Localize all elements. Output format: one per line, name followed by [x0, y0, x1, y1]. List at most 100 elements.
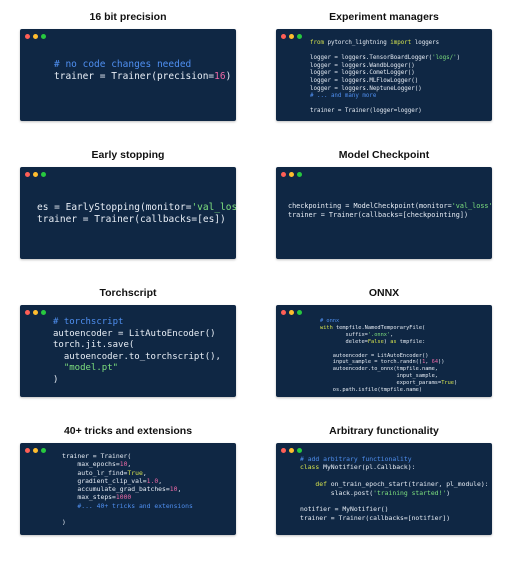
code-line: notifier = MyNotifier() [300, 505, 489, 513]
code-panel: from pytorch_lightning import loggers lo… [276, 29, 492, 121]
card-title: 40+ tricks and extensions [63, 425, 193, 437]
code-line: autoencoder.to_torchscript(), [53, 352, 221, 364]
code-line [62, 510, 193, 518]
code-token: 64 [431, 359, 439, 366]
code-line: suffix='.onnx', [320, 332, 457, 339]
close-dot-icon [25, 310, 30, 315]
maximize-dot-icon [297, 310, 302, 315]
code-line: gradient_clip_val=1.0, [62, 477, 193, 485]
code-panel: checkpointing = ModelCheckpoint(monitor=… [276, 167, 492, 259]
code-line: torch.jit.save( [53, 340, 221, 352]
code-line: with tempfile.NamedTemporaryFile( [320, 325, 457, 332]
code-token: 1 [422, 359, 426, 366]
code-line: input_sample, [320, 373, 457, 380]
code-token: ) [225, 71, 232, 82]
minimize-dot-icon [289, 448, 294, 453]
maximize-dot-icon [41, 310, 46, 315]
code-line [300, 497, 489, 505]
code-token: max_epochs= [62, 460, 120, 469]
code-line: # torchscript [53, 317, 221, 329]
card-title: Experiment managers [329, 11, 439, 23]
code-token: trainer = Trainer(callbacks=[checkpointi… [288, 211, 469, 219]
window-dots [281, 310, 302, 315]
code-token: es = EarlyStopping(monitor= [37, 202, 192, 213]
code-line: max_steps=1000 [62, 493, 193, 501]
close-dot-icon [281, 448, 286, 453]
code-token: input_sample, [320, 373, 438, 380]
code-token: autoencoder = LitAutoEncoder() [53, 328, 216, 339]
code-line: accumulate_grad_batches=10, [62, 485, 193, 493]
code-token: 1000 [115, 493, 132, 502]
code-token: auto_lr_find= [62, 468, 128, 477]
code-line: logger = loggers.NeptuneLogger() [310, 86, 460, 94]
code-token: delete= [320, 338, 368, 345]
minimize-dot-icon [33, 172, 38, 177]
code-token: as [390, 338, 397, 345]
code-token: MyNotifier(pl.Callback): [319, 463, 416, 472]
maximize-dot-icon [297, 34, 302, 39]
card-experiment-managers: Experiment managers from pytorch_lightni… [276, 10, 492, 121]
code-token [62, 502, 77, 510]
code-line: trainer = Trainer(precision=16) [54, 71, 231, 83]
code-line: trainer = Trainer(callbacks=[es]) [37, 214, 236, 226]
minimize-dot-icon [289, 172, 294, 177]
window-dots [281, 34, 302, 39]
maximize-dot-icon [41, 448, 46, 453]
code-line: # no code changes needed [54, 59, 231, 71]
code-token: logger = loggers.MLFlowLogger() [310, 77, 419, 84]
code-line [300, 472, 489, 480]
code-token: from [310, 40, 324, 46]
code-line: trainer = Trainer( [62, 452, 193, 460]
code-token: loggers [411, 40, 440, 46]
code-token: notifier = MyNotifier() [300, 505, 389, 514]
minimize-dot-icon [33, 448, 38, 453]
window-dots [25, 172, 46, 177]
code-line: export_params=True) [320, 380, 458, 387]
code-token: # ... and many more [310, 93, 377, 100]
code-line [310, 101, 460, 109]
code-line: slack.post('training started!') [300, 489, 489, 497]
code-line: # add arbitrary functionality [300, 455, 489, 463]
code-block: trainer = Trainer( max_epochs=10, auto_l… [62, 452, 193, 527]
code-line: autoencoder.to_onnx(tmpfile.name, [320, 366, 457, 373]
close-dot-icon [281, 34, 286, 39]
code-token: import [390, 40, 412, 46]
code-line: autoencoder = LitAutoEncoder() [320, 353, 457, 360]
window-dots [281, 172, 302, 177]
code-token: False [367, 338, 384, 345]
code-token: 'logs/' [432, 55, 457, 62]
code-line: # ... and many more [310, 93, 460, 101]
code-token: 1.0 [146, 476, 159, 485]
minimize-dot-icon [33, 310, 38, 315]
code-token: True [441, 380, 454, 387]
code-line: logger = loggers.MLFlowLogger() [310, 78, 460, 86]
code-line: from pytorch_lightning import loggers [310, 40, 460, 48]
code-token: 'val_loss' [451, 202, 492, 210]
card-early-stopping: Early stopping es = EarlyStopping(monito… [20, 148, 236, 259]
window-dots [25, 448, 46, 453]
code-block: checkpointing = ModelCheckpoint(monitor=… [288, 202, 492, 220]
maximize-dot-icon [41, 34, 46, 39]
card-model-checkpoint: Model Checkpoint checkpointing = ModelCh… [276, 148, 492, 259]
code-line [310, 48, 460, 56]
card-arbitrary-functionality: Arbitrary functionality # add arbitrary … [276, 424, 492, 535]
code-line: ) [62, 518, 193, 526]
code-token: export_params= [320, 380, 442, 387]
code-panel: es = EarlyStopping(monitor='val_loss')tr… [20, 167, 236, 259]
card-title: 16 bit precision [89, 11, 167, 23]
card-title: Torchscript [99, 287, 157, 299]
code-line: class MyNotifier(pl.Callback): [300, 463, 489, 471]
code-line: autoencoder = LitAutoEncoder() [53, 329, 221, 341]
code-token: , [390, 331, 394, 338]
code-token: logger = loggers.NeptuneLogger() [310, 85, 422, 92]
maximize-dot-icon [297, 172, 302, 177]
code-token: , [142, 468, 147, 477]
code-line: os.path.isfile(tmpfile.name) [320, 387, 457, 394]
code-token: autoencoder.to_onnx(tmpfile.name, [320, 366, 438, 373]
